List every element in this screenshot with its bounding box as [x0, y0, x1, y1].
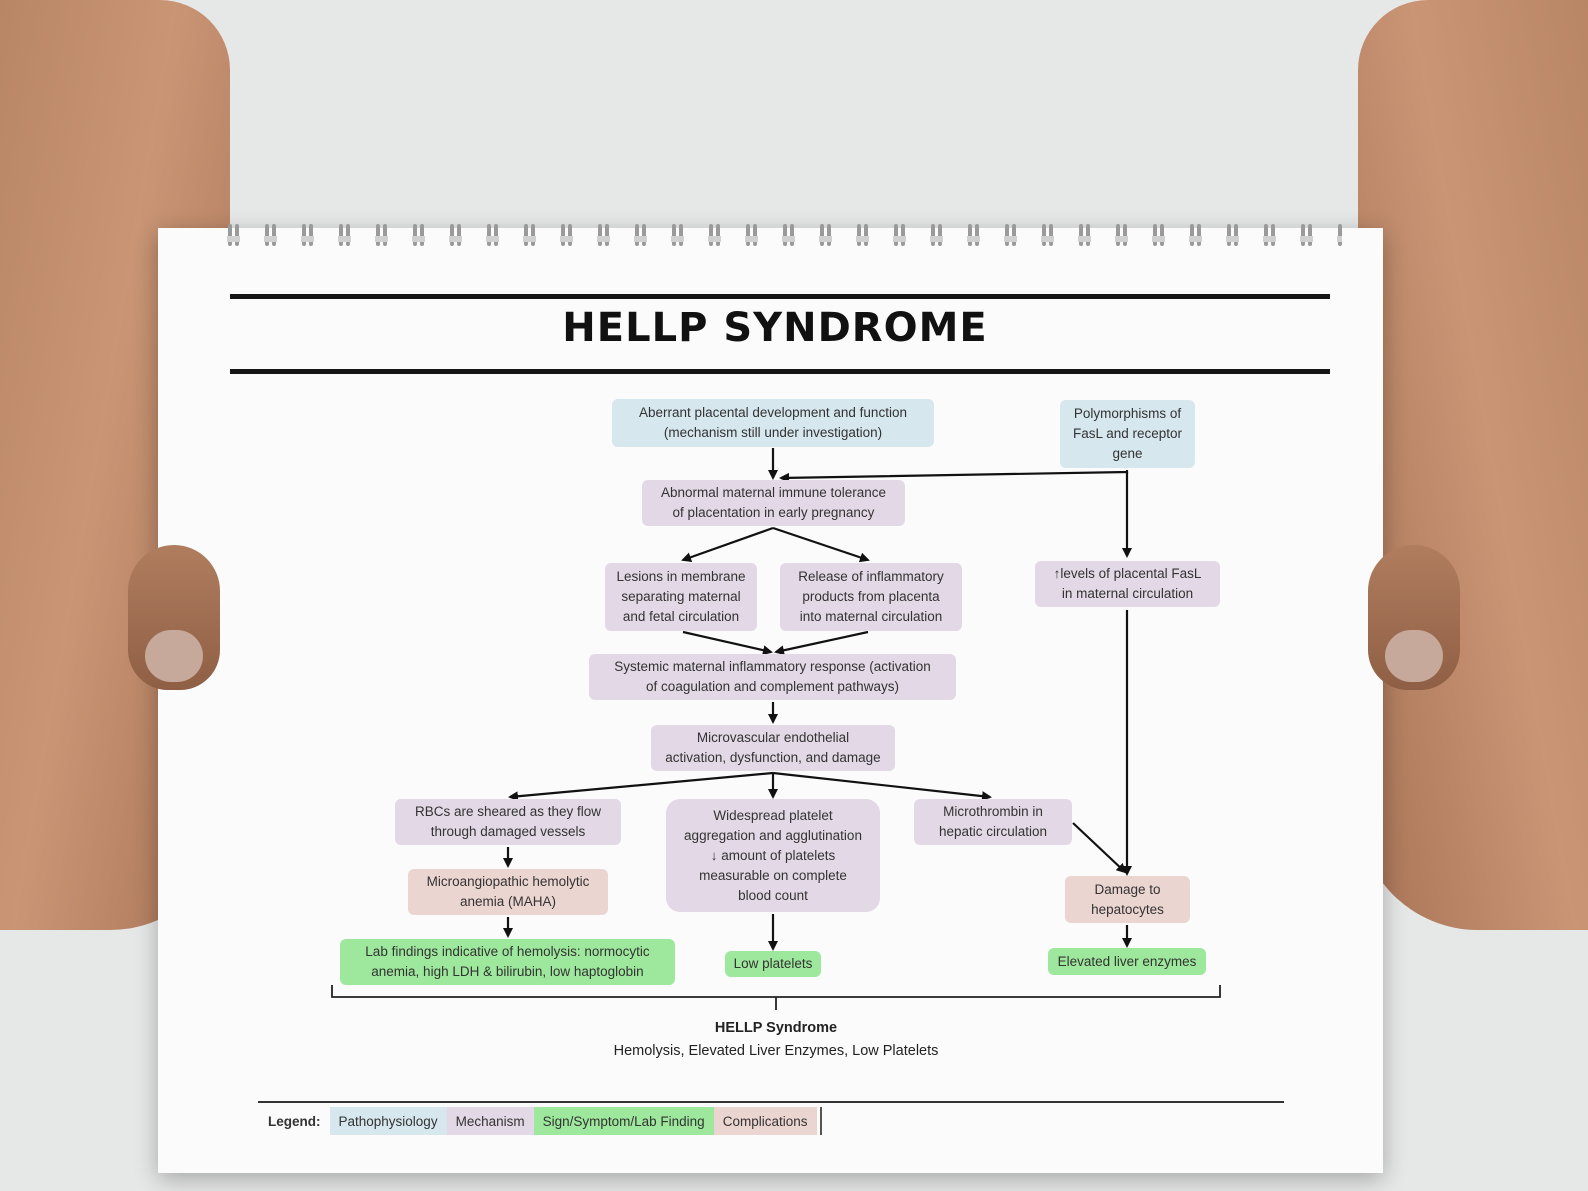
spiral-coil [449, 224, 462, 246]
spiral-coil [782, 224, 795, 246]
spiral-coil [1189, 224, 1202, 246]
spiral-coil [1115, 224, 1128, 246]
node-aberrant-placental: Aberrant placental development and funct… [612, 399, 934, 447]
spiral-coil [1263, 224, 1276, 246]
node-lab-findings-hemolysis: Lab findings indicative of hemolysis: no… [340, 939, 675, 985]
node-endothelial-damage: Microvascular endothelial activation, dy… [651, 725, 895, 771]
spiral-coil [1152, 224, 1165, 246]
title-rule-top [230, 294, 1330, 299]
spiral-coil [1300, 224, 1313, 246]
legend-item-complications: Complications [713, 1107, 817, 1135]
spiral-coil [560, 224, 573, 246]
legend: Legend: Pathophysiology Mechanism Sign/S… [262, 1107, 817, 1135]
spiral-coil [523, 224, 536, 246]
node-rbcs-sheared: RBCs are sheared as they flow through da… [395, 799, 621, 845]
outcome-title: HELLP Syndrome [714, 1020, 838, 1036]
right-hand [1358, 0, 1588, 930]
spiral-coil [597, 224, 610, 246]
spiral-coil [301, 224, 314, 246]
page-title: HELLP SYNDROME [562, 305, 988, 351]
spiral-coil [1004, 224, 1017, 246]
spiral-coil [1041, 224, 1054, 246]
node-low-platelets: Low platelets [725, 951, 821, 977]
spiral-coil [967, 224, 980, 246]
spiral-coil [1078, 224, 1091, 246]
node-elevated-liver-enzymes: Elevated liver enzymes [1048, 948, 1206, 975]
right-thumbnail [1385, 630, 1443, 682]
spiral-coil [264, 224, 277, 246]
spiral-coil [375, 224, 388, 246]
spiral-coil [745, 224, 758, 246]
spiral-binding [227, 224, 1342, 246]
left-thumbnail [145, 630, 203, 682]
spiral-coil [671, 224, 684, 246]
spiral-coil [930, 224, 943, 246]
node-fasl-polymorphisms: Polymorphisms of FasL and receptor gene [1060, 400, 1195, 468]
legend-item-mechanism: Mechanism [446, 1107, 534, 1135]
spiral-coil [634, 224, 647, 246]
node-maha: Microangiopathic hemolytic anemia (MAHA) [408, 869, 608, 915]
legend-item-pathophysiology: Pathophysiology [329, 1107, 447, 1135]
spiral-coil [819, 224, 832, 246]
node-microthrombin: Microthrombin in hepatic circulation [914, 799, 1072, 845]
spiral-coil [708, 224, 721, 246]
legend-item-sign-symptom: Sign/Symptom/Lab Finding [533, 1107, 714, 1135]
spiral-coil [486, 224, 499, 246]
spiral-coil [412, 224, 425, 246]
paper-sheet [158, 228, 1383, 1173]
node-platelet-aggregation: Widespread platelet aggregation and aggl… [666, 799, 880, 912]
legend-end-bar [820, 1107, 822, 1135]
node-hepatocyte-damage: Damage to hepatocytes [1065, 876, 1190, 923]
node-abnormal-immune-tolerance: Abnormal maternal immune tolerance of pl… [642, 480, 905, 526]
spiral-coil [338, 224, 351, 246]
outcome-expansion: Hemolysis, Elevated Liver Enzymes, Low P… [613, 1043, 939, 1059]
title-rule-bottom [230, 369, 1330, 374]
node-systemic-inflammatory-response: Systemic maternal inflammatory response … [589, 654, 956, 700]
spiral-coil [1226, 224, 1239, 246]
legend-divider [258, 1101, 1284, 1103]
node-membrane-lesions: Lesions in membrane separating maternal … [605, 563, 757, 631]
spiral-coil [893, 224, 906, 246]
spiral-coil [1337, 224, 1342, 246]
spiral-coil [856, 224, 869, 246]
spiral-coil [227, 224, 240, 246]
node-inflammatory-release: Release of inflammatory products from pl… [780, 563, 962, 631]
legend-label: Legend: [268, 1113, 321, 1129]
node-fasl-levels: ↑levels of placental FasL in maternal ci… [1035, 561, 1220, 607]
